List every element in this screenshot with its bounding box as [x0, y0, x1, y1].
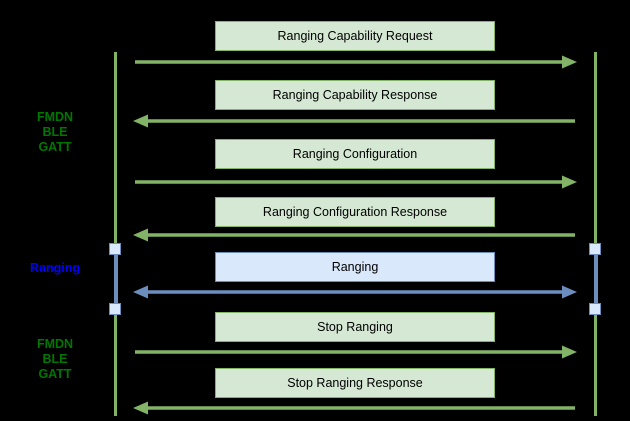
arrow-both-icon: [133, 285, 577, 299]
message-box-ranging: Ranging: [215, 252, 495, 282]
activation-marker: [109, 303, 121, 315]
arrow-left-icon: [133, 114, 575, 128]
lifeline-left: [114, 52, 117, 416]
lane-label-line: BLE: [42, 352, 68, 366]
lane-label-line: GATT: [38, 367, 72, 381]
arrow-right-icon: [135, 175, 577, 189]
lane-label-line: FMDN: [36, 110, 74, 124]
arrow-left-icon: [133, 228, 575, 242]
arrow-left-icon: [133, 401, 575, 415]
lane-label-fmdn-ble-gatt-bottom: FMDN BLE GATT: [10, 337, 100, 382]
arrow-right-icon: [135, 55, 577, 69]
lifeline-right: [594, 52, 597, 416]
activation-segment-right: [593, 250, 598, 308]
message-box-ranging-configuration: Ranging Configuration: [215, 139, 495, 169]
lane-label-fmdn-ble-gatt-top: FMDN BLE GATT: [10, 110, 100, 155]
lane-label-line: GATT: [38, 140, 72, 154]
activation-marker: [589, 243, 601, 255]
activation-marker: [589, 303, 601, 315]
activation-marker: [109, 243, 121, 255]
message-box-ranging-capability-request: Ranging Capability Request: [215, 21, 495, 51]
lane-label-ranging: Ranging: [30, 261, 80, 275]
message-box-ranging-configuration-response: Ranging Configuration Response: [215, 197, 495, 227]
activation-segment-left: [113, 250, 118, 308]
lane-label-line: BLE: [42, 125, 68, 139]
message-box-stop-ranging-response: Stop Ranging Response: [215, 368, 495, 398]
message-box-stop-ranging: Stop Ranging: [215, 312, 495, 342]
message-box-ranging-capability-response: Ranging Capability Response: [215, 80, 495, 110]
arrow-right-icon: [135, 345, 577, 359]
lane-label-line: FMDN: [36, 337, 74, 351]
